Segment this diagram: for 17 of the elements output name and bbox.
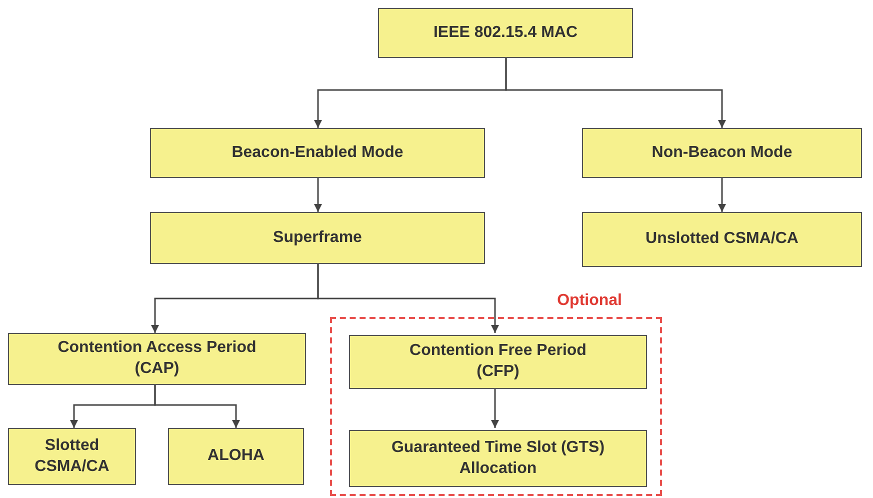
process-box: Contention Free Period (CFP) [349,335,647,389]
process-box: Guaranteed Time Slot (GTS) Allocation [349,430,647,487]
process-box: Beacon-Enabled Mode [150,128,485,178]
group-title: Optional [557,292,622,310]
process-box: Contention Access Period (CAP) [8,333,306,385]
process-box: Superframe [150,212,485,264]
arrow [154,385,240,428]
process-box: Unslotted CSMA/CA [582,212,862,267]
arrow [505,58,726,128]
arrow [314,178,322,212]
process-box: ALOHA [168,428,304,485]
arrow [718,178,726,212]
process-box: Slotted CSMA/CA [8,428,136,485]
arrow [317,264,499,333]
arrow [491,387,499,428]
process-box: IEEE 802.15.4 MAC [378,8,633,58]
process-box: Non-Beacon Mode [582,128,862,178]
